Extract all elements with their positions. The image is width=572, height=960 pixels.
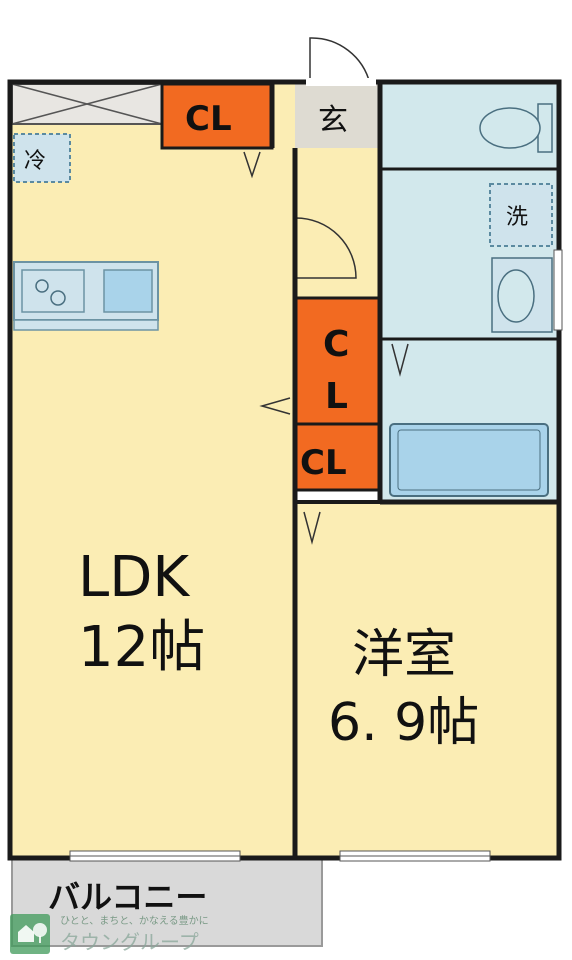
closet-lower-label: CL [300,443,347,483]
western-label: 洋室 [352,625,456,685]
hall-door-arc [295,217,357,279]
balcony-label: バルコニー [48,878,207,916]
door-marker [259,397,291,415]
house-tree-icon [10,914,50,954]
burner-icon [50,290,66,306]
washer-label: 洗 [506,205,528,230]
logo-name: タウングループ [60,930,199,954]
closet-middle-l: L [325,376,348,417]
entrance-label: 玄 [318,103,348,138]
door-marker [243,151,261,179]
window [553,249,563,331]
basin-bowl-icon [497,269,535,323]
burner-icon [35,279,49,293]
entrance-door-gap [306,78,376,86]
fridge-space [13,133,71,183]
ldk-label: LDK [78,545,190,610]
entrance-area [295,84,380,148]
walls [7,79,562,861]
closet-top-label: CL [185,99,232,139]
balcony-area [11,857,323,947]
fridge-label: 冷 [24,149,46,174]
door-marker [303,511,321,545]
washer-space [489,183,553,247]
kitchen-sink [103,269,153,313]
western-room [295,502,557,856]
bathtub-inner [397,429,541,491]
ldk-room [12,84,295,856]
closet-top [160,82,274,150]
counter-edge [13,319,159,331]
toilet-icon [479,107,541,149]
entrance-door-arc [309,37,371,85]
door-marker [391,343,409,377]
logo-tagline: ひとと、まちと、かなえる豊かに [60,916,209,927]
kitchen-cooktop [21,269,85,313]
western-size: 6. 9帖 [328,693,479,753]
closet-middle-c: C [323,324,349,365]
ldk-size: 12帖 [78,615,205,680]
